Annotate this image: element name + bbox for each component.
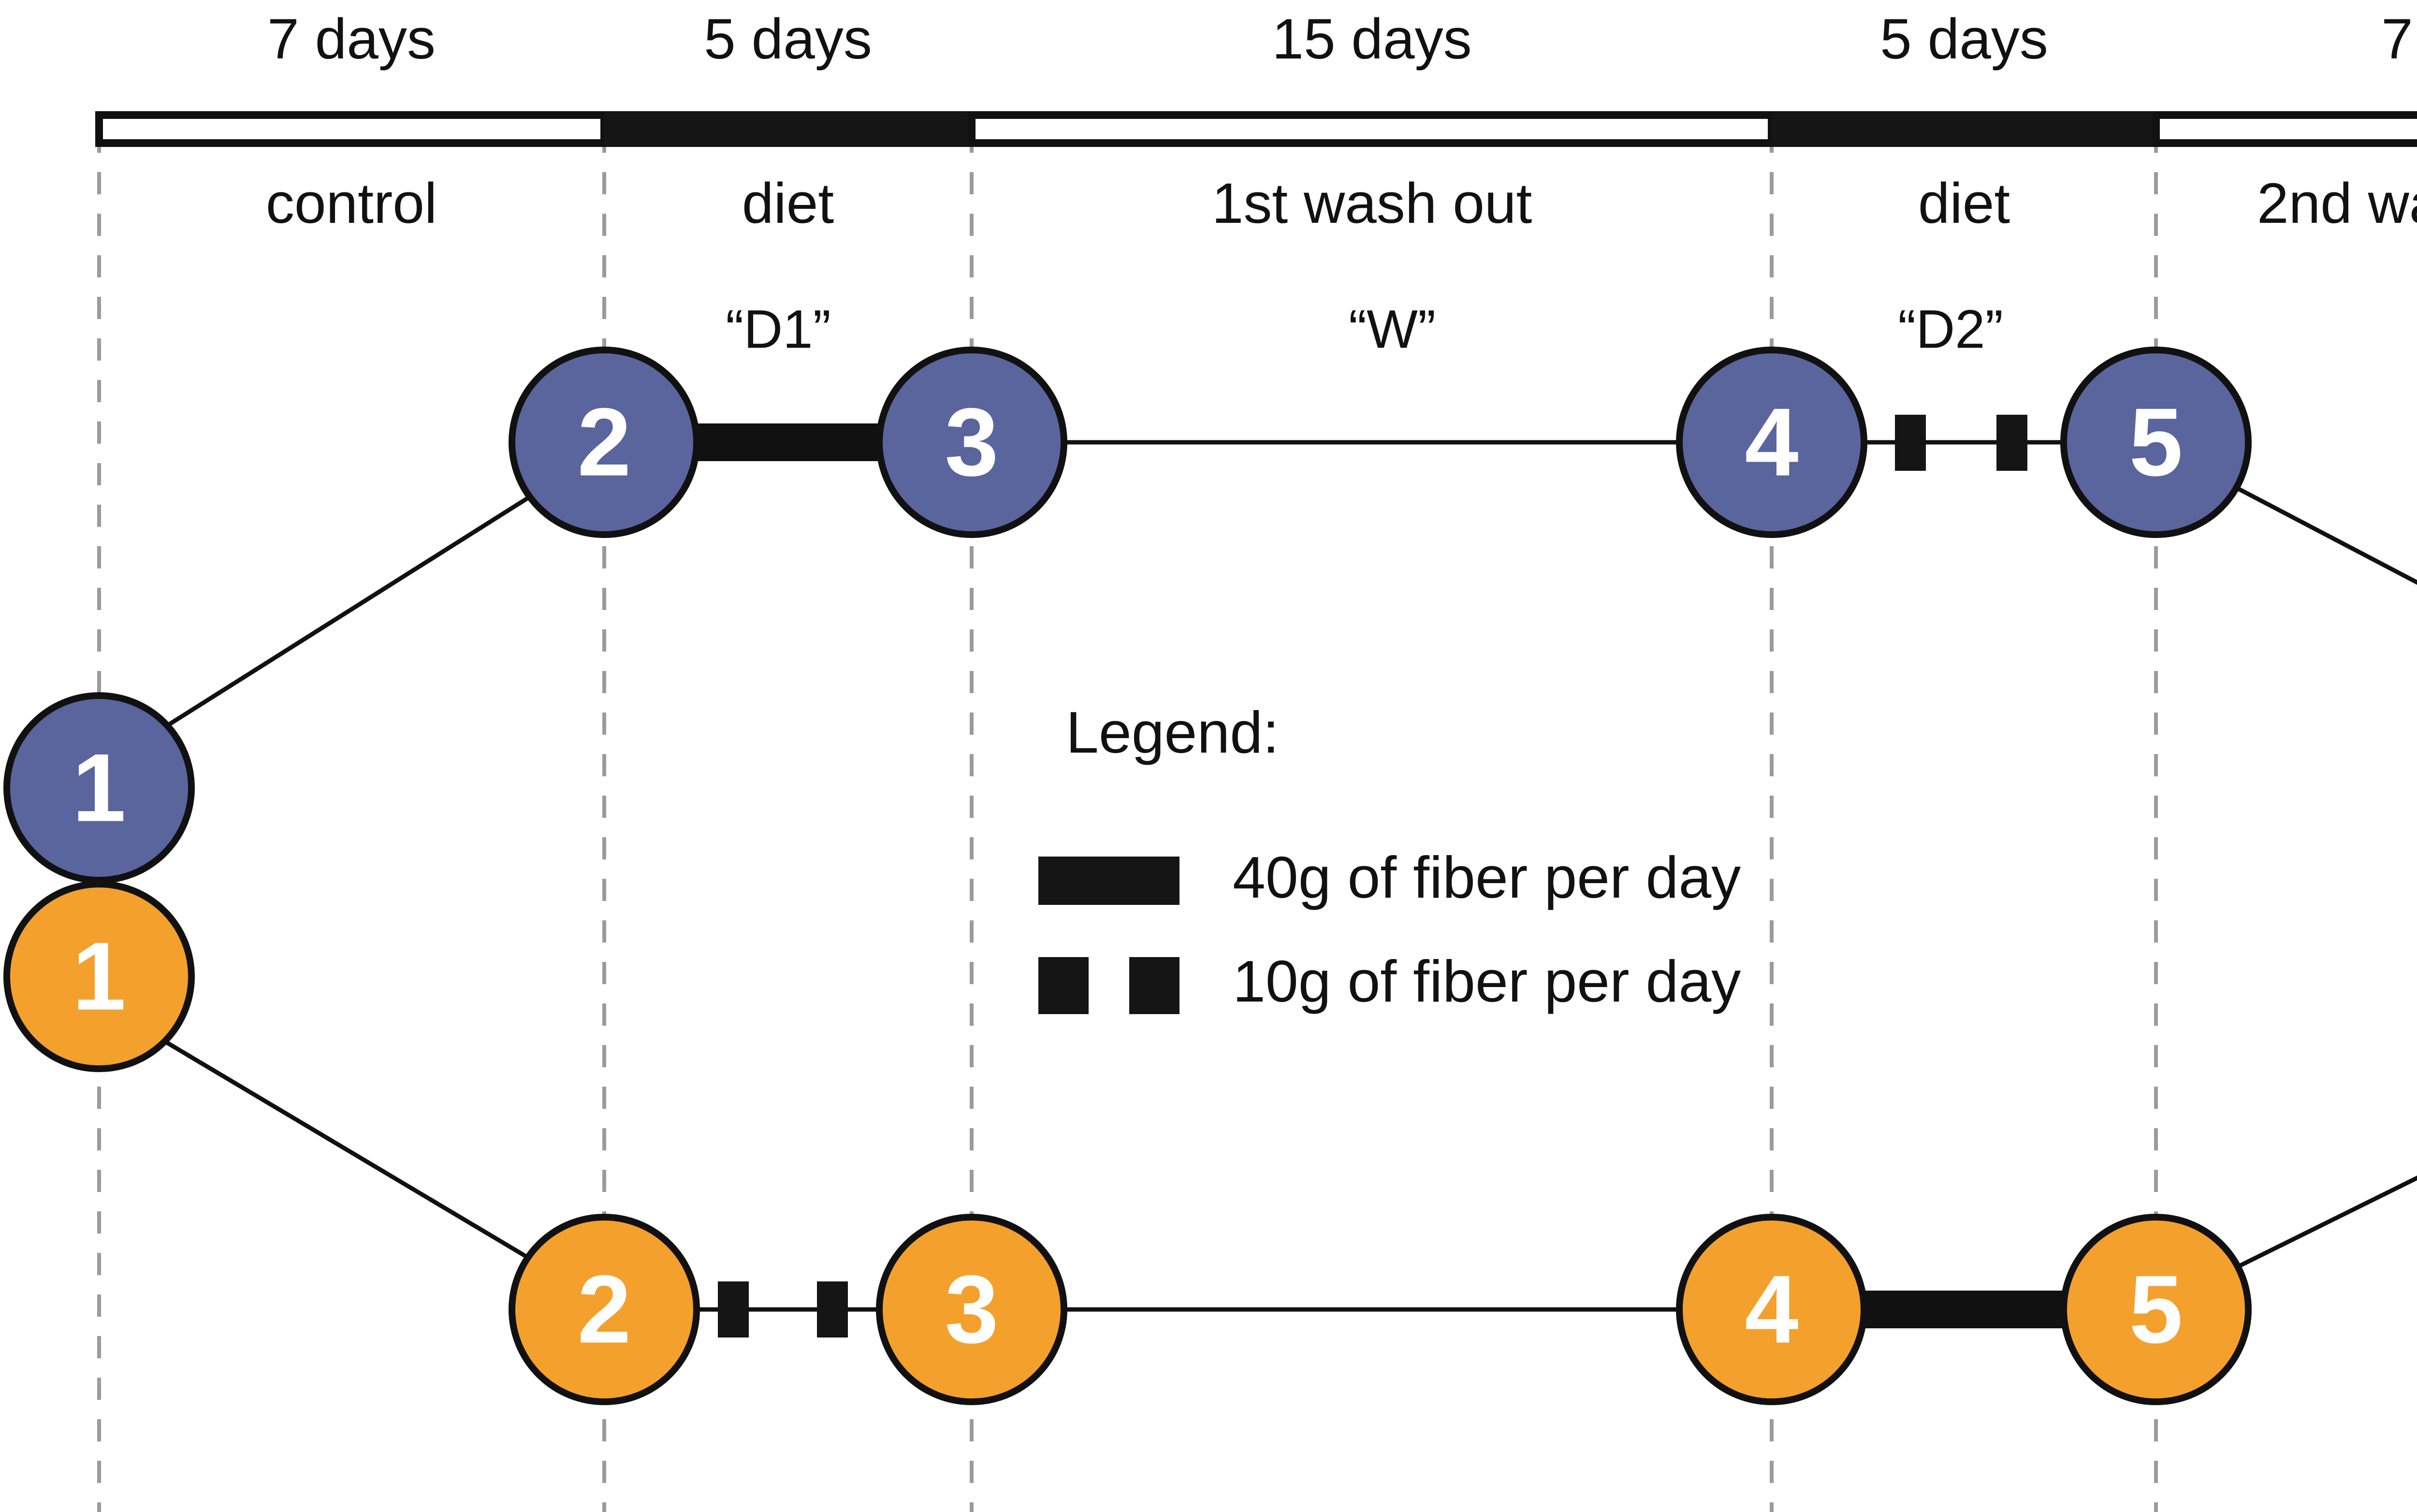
- bar-segment-washout1: [968, 111, 1776, 147]
- phase-label-washout1: 1st wash out: [1212, 172, 1532, 235]
- phase-label-diet2: diet: [1918, 172, 2010, 235]
- link-purple-1-2: [144, 481, 553, 741]
- node-purple-4-label: 4: [1745, 389, 1798, 496]
- node-orange-4-circle[interactable]: [1676, 1214, 1867, 1405]
- phase-code-d1: “D1”: [726, 299, 831, 360]
- link-purple-4-5-10g-block-a: [1895, 415, 1926, 471]
- node-purple-3-circle[interactable]: [876, 347, 1067, 538]
- phase-label-diet1: diet: [742, 172, 834, 235]
- legend-label-10g: 10g of fiber per day: [1233, 948, 1741, 1014]
- legend-swatch-40g: [1038, 857, 1179, 905]
- node-orange-2-label: 2: [577, 1256, 631, 1364]
- phase-label-control: control: [266, 172, 437, 235]
- node-orange-3[interactable]: 3: [876, 1214, 1067, 1405]
- link-purple-4-5-10g-block-b: [1996, 415, 2027, 471]
- node-orange-3-label: 3: [945, 1256, 998, 1364]
- bar-segment-diet1: [604, 111, 972, 147]
- phase-code-d2: “D2”: [1898, 299, 2003, 360]
- duration-label-washout2: 7 days: [2381, 7, 2417, 71]
- node-purple-2-label: 2: [577, 389, 631, 496]
- node-purple-4-circle[interactable]: [1676, 347, 1867, 538]
- bar-segment-diet2: [1772, 111, 2156, 147]
- node-purple-1-circle[interactable]: [3, 692, 195, 884]
- duration-label-control: 7 days: [267, 7, 436, 71]
- phase-code-w: “W”: [1349, 299, 1436, 360]
- bar-segment-washout2: [2152, 111, 2417, 147]
- node-orange-5-circle[interactable]: [2060, 1214, 2252, 1405]
- legend: Legend: 40g of fiber per day 10g of fibe…: [1038, 699, 1741, 1014]
- node-purple-4[interactable]: 4: [1676, 347, 1867, 538]
- node-purple-5[interactable]: 5: [2060, 347, 2252, 538]
- link-orange-2-3-10g-block-a: [718, 1281, 749, 1338]
- legend-title: Legend:: [1066, 699, 1279, 765]
- duration-label-washout1: 15 days: [1272, 7, 1471, 71]
- duration-label-diet1: 5 days: [704, 7, 872, 71]
- phase-code-labels: “D1” “W” “D2”: [726, 299, 2003, 360]
- legend-label-40g: 40g of fiber per day: [1233, 844, 1741, 910]
- duration-label-diet2: 5 days: [1880, 7, 2048, 71]
- node-purple-2-circle[interactable]: [509, 347, 700, 538]
- node-purple-3[interactable]: 3: [876, 347, 1067, 538]
- arm-purple-nodes: 1 2 3 4 5 6: [3, 347, 2252, 884]
- node-purple-1[interactable]: 1: [3, 692, 195, 884]
- legend-swatch-10g-block-a: [1038, 957, 1089, 1014]
- bar-segment-control: [95, 111, 608, 147]
- node-orange-5-label: 5: [2129, 1256, 2183, 1364]
- phase-labels: control diet 1st wash out diet 2nd wash …: [266, 172, 2417, 235]
- node-orange-1-circle[interactable]: [3, 881, 195, 1072]
- node-orange-3-circle[interactable]: [876, 1214, 1067, 1405]
- link-purple-5-6: [2217, 477, 2417, 585]
- phase-label-washout2: 2nd wash out: [2257, 172, 2417, 235]
- link-orange-1-2: [144, 1028, 553, 1273]
- legend-swatch-10g-block-b: [1129, 957, 1179, 1014]
- link-orange-2-3-10g-block-b: [817, 1281, 848, 1338]
- node-orange-1[interactable]: 1: [3, 881, 195, 1072]
- node-purple-5-label: 5: [2129, 389, 2183, 496]
- timeline-bar: [95, 111, 2417, 147]
- node-orange-2[interactable]: 2: [509, 1214, 700, 1405]
- node-orange-5[interactable]: 5: [2060, 1214, 2252, 1405]
- node-purple-1-label: 1: [72, 734, 126, 842]
- node-orange-4-label: 4: [1745, 1256, 1798, 1364]
- node-purple-3-label: 3: [945, 389, 998, 496]
- node-purple-5-circle[interactable]: [2060, 347, 2252, 538]
- node-purple-2[interactable]: 2: [509, 347, 700, 538]
- node-orange-4[interactable]: 4: [1676, 1214, 1867, 1405]
- link-orange-5-6: [2218, 1175, 2417, 1279]
- arm-orange-nodes: 1 2 3 4 5 6: [3, 881, 2252, 1405]
- node-orange-1-label: 1: [72, 923, 126, 1031]
- duration-labels: 7 days 5 days 15 days 5 days 7 days: [267, 7, 2417, 71]
- node-orange-2-circle[interactable]: [509, 1214, 700, 1405]
